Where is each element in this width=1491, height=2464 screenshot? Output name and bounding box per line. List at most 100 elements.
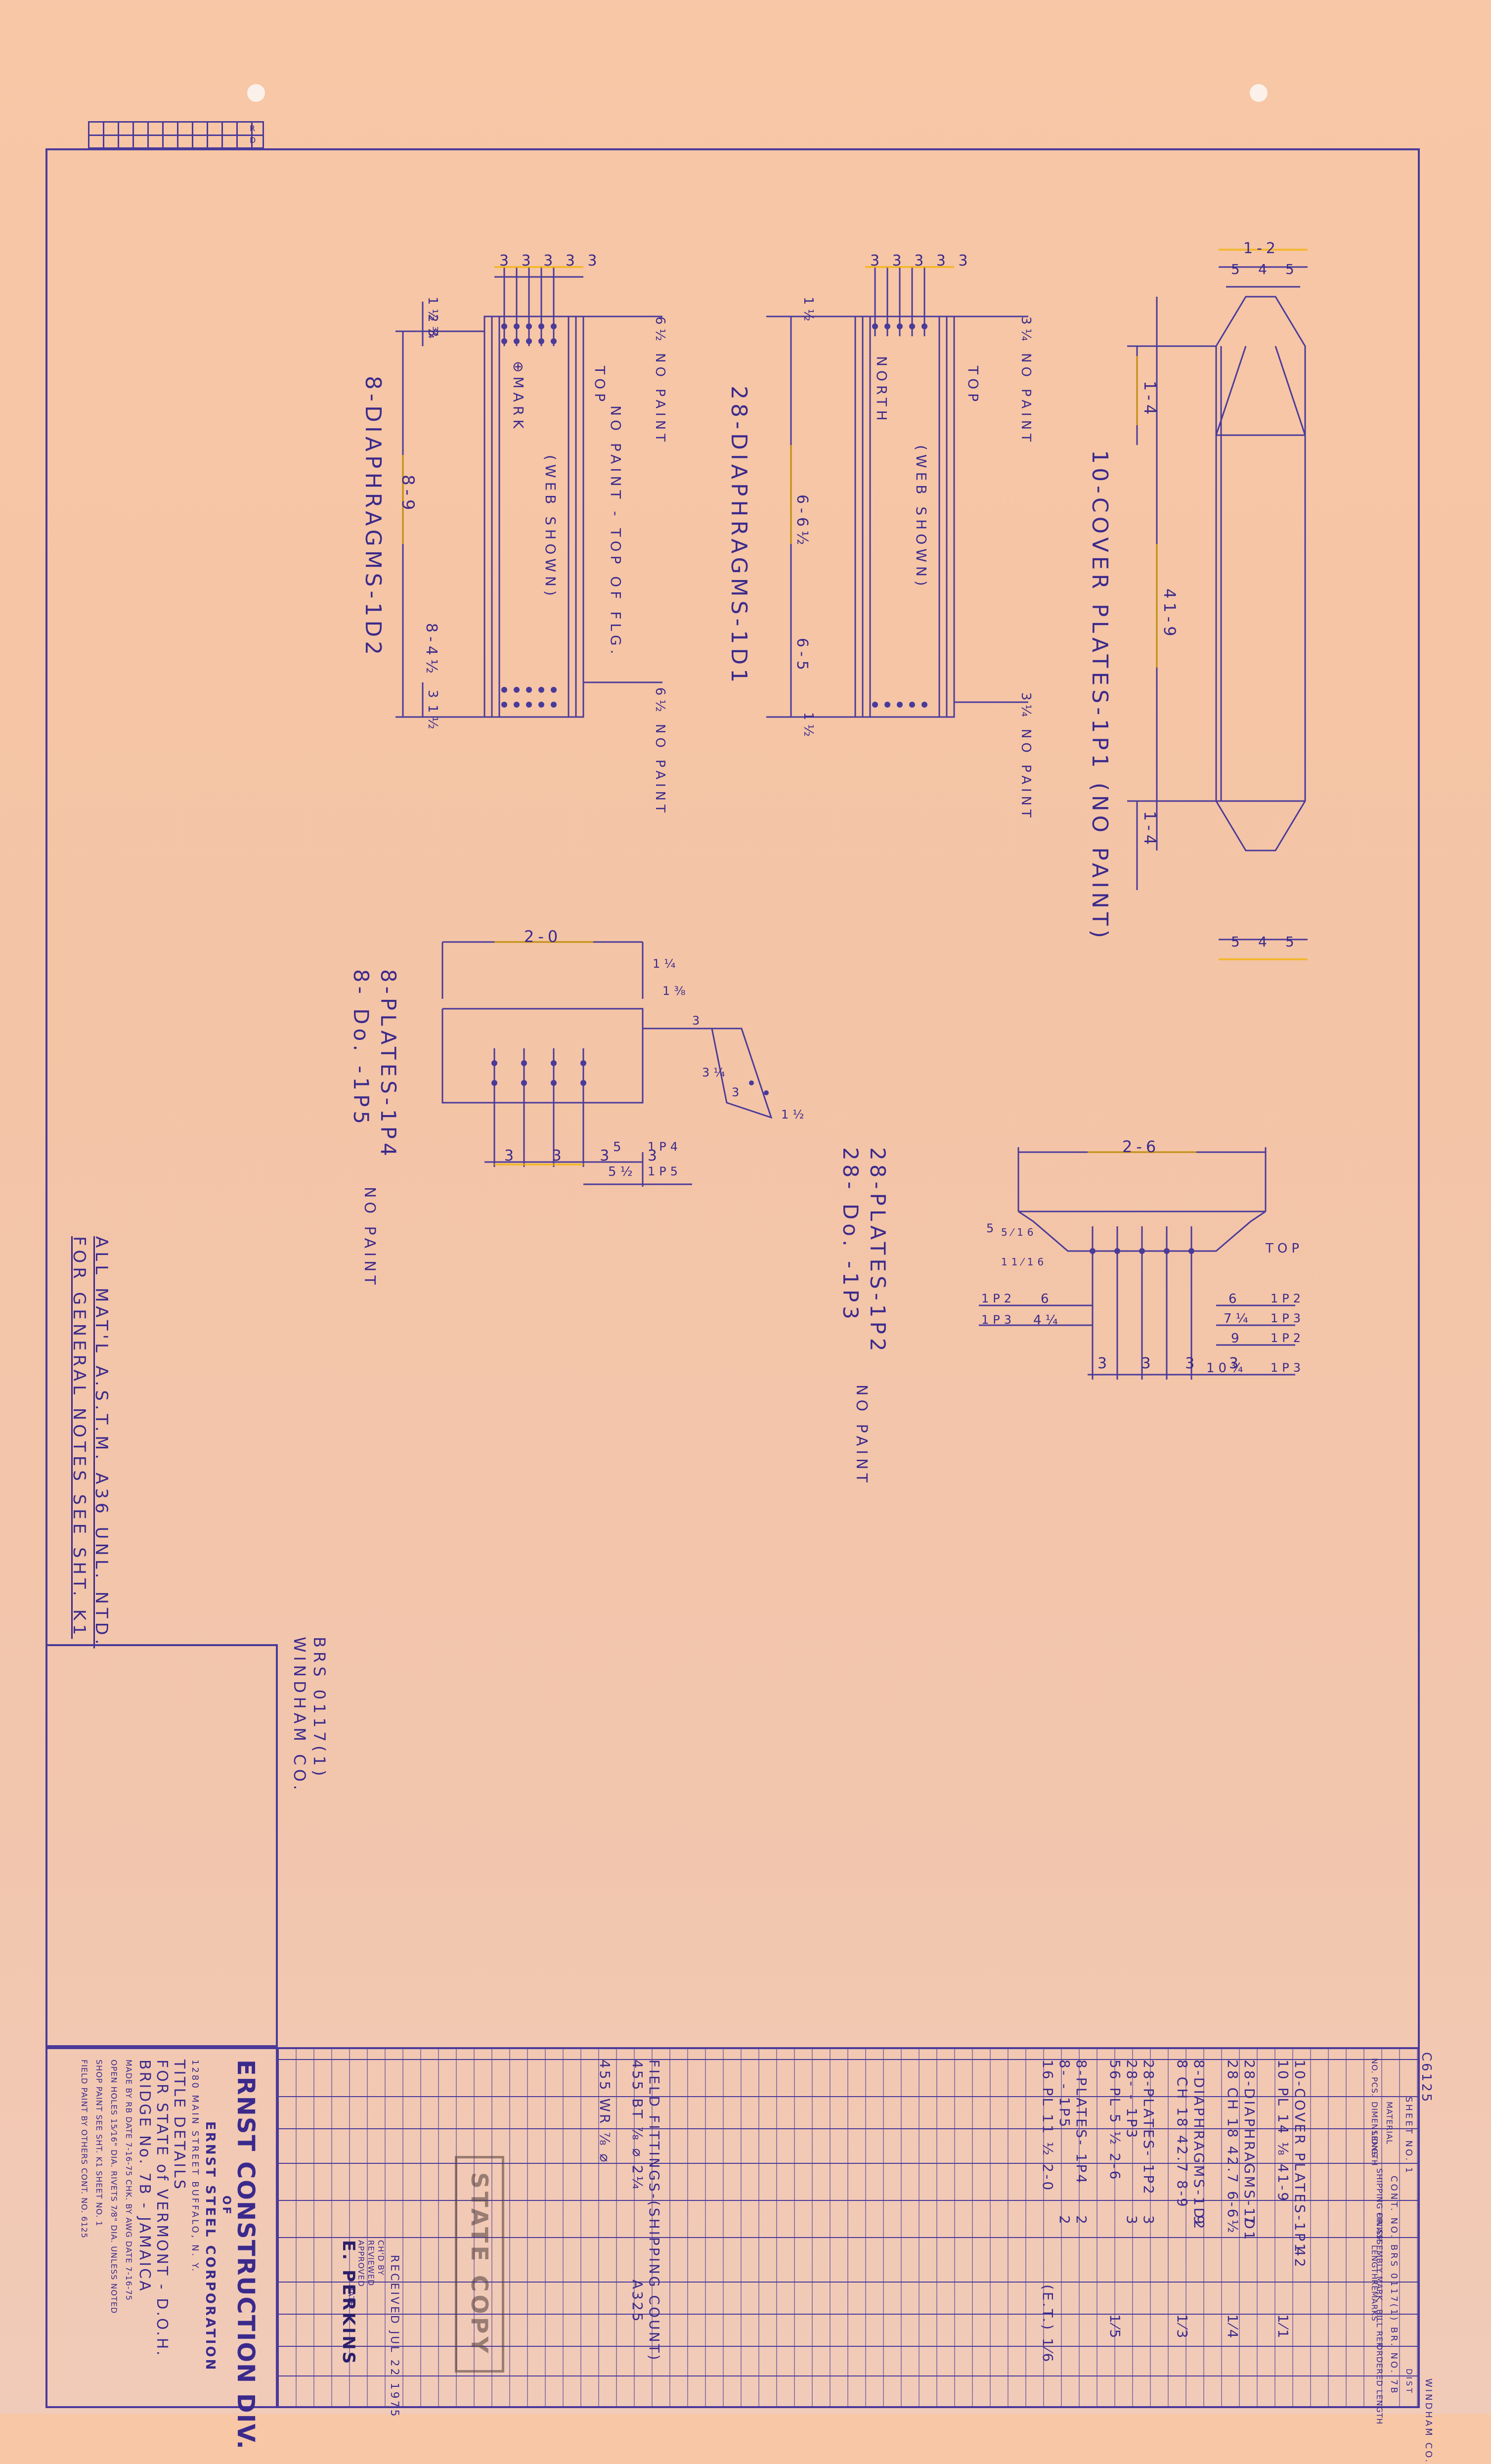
bom-row: 8-DIAPHRAGMS-1D2 (1191, 2060, 1207, 2231)
p4-dim: 3 (692, 1014, 704, 1028)
company-address: 1280 MAIN STREET BUFFALO, N. Y. (190, 2060, 200, 2274)
bom-remark: A325 (629, 2280, 646, 2324)
p5-dim: 5½ (608, 1165, 637, 1179)
blank-box (45, 1644, 278, 2047)
bom-header: FINISH (1375, 2213, 1384, 2242)
d1-spacing: 3 3 3 3 3 (870, 252, 972, 269)
p4-dim-5: 5 (613, 1140, 625, 1155)
bom-qty: 2 (1056, 2215, 1073, 2226)
checked-by: CH'D BY (376, 2240, 386, 2276)
p2-no-paint: NO PAINT (853, 1385, 870, 1486)
p4-dim: 1¼ (653, 957, 680, 971)
p4-label: 1P4 (648, 1140, 682, 1154)
cover-part: 5 (1231, 934, 1244, 950)
p3-title: 28- Do. -1P3 (838, 1147, 863, 1323)
bom-sheet: SHEET NO. 1 (1403, 2097, 1414, 2175)
p4-dim: 1⅜ (662, 984, 690, 998)
p2-title: 28-PLATES-1P2 (866, 1147, 890, 1355)
bom-row: 28- - 1P3 (1124, 2060, 1140, 2140)
bom-header: NO. PCS. (1370, 2058, 1379, 2097)
general-note-material: ALL MAT'L A.S.T.M. A36 UNL. NTD. (91, 1236, 111, 1649)
signature: E. PERKINS (339, 2240, 358, 2366)
bom-remark: 1⁄5 (1107, 2314, 1123, 2340)
d2-spacing: 3 3 3 3 3 (499, 252, 601, 269)
bom-remark: (E.T.) 1⁄6 (1040, 2285, 1056, 2364)
bom-header: BILL REF. (1375, 2309, 1384, 2349)
bom-row: 28-PLATES- 1P2 (1140, 2060, 1157, 2196)
cover-part: 5 (1285, 261, 1298, 277)
bom-row: 8-PLATES- 1P4 (1073, 2060, 1090, 2186)
bom-county: WINDHAM CO. (1423, 2378, 1434, 2464)
bom-row: 455 BT ⅞ ⌀ 2¼ (629, 2060, 646, 2192)
cover-width: 1-2 (1243, 240, 1279, 257)
p2-right-dim: 6 (1228, 1292, 1241, 1306)
bom-row: 16 PL 11 ½ 2-0 (1040, 2060, 1056, 2193)
received-stamp: RECEIVED JUL 22 1975 (388, 2255, 400, 2419)
p2-dim: 5⁄16 (1001, 1226, 1038, 1238)
plates-p4-drawing (441, 941, 773, 1187)
revision-code: D (250, 135, 257, 145)
cover-plate-drawing (1127, 249, 1308, 960)
company-of: OF (220, 2195, 232, 2216)
bom-remark: 1⁄1 (1275, 2314, 1291, 2340)
shop-paint: SHOP PAINT SEE SHT. K1 SHEET NO. 1 (94, 2060, 104, 2227)
bridge-name: BRIDGE No. 7B - JAMAICA (136, 2060, 153, 2293)
p2-right-label: 1P3 (1271, 1361, 1305, 1375)
p2-left-label: 1P3 (981, 1313, 1016, 1327)
bom-contract: CONT. NO. BRS 0117(1) BR. NO. 7B (1389, 2176, 1399, 2395)
bom-row: 56 PL 5 ½ 2-6 (1107, 2060, 1123, 2182)
bom-remark: 1⁄3 (1174, 2314, 1190, 2340)
bom-qty: 3 (1140, 2215, 1157, 2226)
bom-row: 8 CH 18 42.7 8-9 (1174, 2060, 1190, 2209)
bom-qty: 2 (1073, 2215, 1090, 2226)
p2-right-dim: 7¼ (1224, 1311, 1252, 1326)
plates-p2-drawing (979, 1147, 1295, 1380)
bill-of-material (277, 2047, 1420, 2408)
p2-right-dim: 10¾ (1206, 1361, 1247, 1376)
reviewed: REVIEWED (366, 2240, 376, 2286)
general-note-reference: FOR GENERAL NOTES SEE SHT. K1 (69, 1236, 89, 1639)
project-number: BRS 0117(1) (310, 1637, 329, 1780)
p2-right-dim: 9 (1231, 1331, 1243, 1346)
p2-right-label: 1P3 (1271, 1311, 1305, 1325)
bom-qty: 9 (1191, 2215, 1207, 2226)
bom-header: ORDERED LENGTH (1375, 2344, 1384, 2425)
cover-part: 5 (1231, 261, 1244, 277)
cover-part: 5 (1285, 934, 1298, 950)
bom-row: 10 PL 14 ⅛ 41-9 (1275, 2060, 1291, 2203)
bom-code: C6125 (1419, 2052, 1434, 2104)
bom-qty: 7 (1241, 2215, 1258, 2226)
bom-row: 28-DIAPHRAGMS-1D1 (1241, 2060, 1258, 2242)
p4-dim: 3 (732, 1085, 744, 1099)
p2-left-dim: 6 (1041, 1292, 1053, 1306)
p2-dim: 5 (986, 1221, 998, 1235)
bom-row: 8- - 1P5 (1056, 2060, 1073, 2129)
revision-grid: R D (88, 121, 264, 149)
bom-header: LENGTH (1370, 2131, 1379, 2166)
diaphragm-d1-drawing (766, 266, 1028, 718)
company-name: ERNST CONSTRUCTION DIV. (232, 2060, 260, 2450)
p2-left-dim: 4¼ (1033, 1313, 1062, 1328)
p4-dim: 1½ (781, 1108, 808, 1121)
cover-part: 4 (1258, 934, 1271, 950)
made-by: MADE BY RB DATE 7-16-75 CHK. BY AWG DATE… (124, 2060, 133, 2301)
revision-code: R (250, 124, 256, 133)
state-copy-stamp: STATE COPY (455, 2156, 504, 2373)
title-block (45, 2047, 278, 2408)
hole-notes: OPEN HOLES 15⁄16" DIA. RIVETS 7⁄8" DIA. … (109, 2060, 119, 2314)
bom-header: LENGTH (1370, 2245, 1379, 2280)
bom-qty: 42 (1292, 2247, 1308, 2269)
punch-hole (1250, 84, 1268, 102)
corporation-name: ERNST STEEL CORPORATION (203, 2121, 218, 2372)
bom-dist: DIST (1404, 2369, 1414, 2395)
p2-right-label: 1P2 (1271, 1331, 1305, 1345)
bom-qty: 3 (1124, 2215, 1140, 2226)
bom-header: MATERIAL (1385, 2102, 1394, 2145)
drawing-for: FOR STATE of VERMONT - D.O.H. (153, 2060, 171, 2358)
p4-width: 2-0 (524, 927, 562, 946)
project-county: WINDHAM CO. (290, 1637, 309, 1794)
p2-width: 2-6 (1122, 1137, 1160, 1156)
p2-dim: 11⁄16 (1001, 1256, 1048, 1268)
p2-spacing: 3 3 3 3 (1097, 1355, 1253, 1372)
p4-spacing: 3 3 3 3 (504, 1147, 674, 1165)
